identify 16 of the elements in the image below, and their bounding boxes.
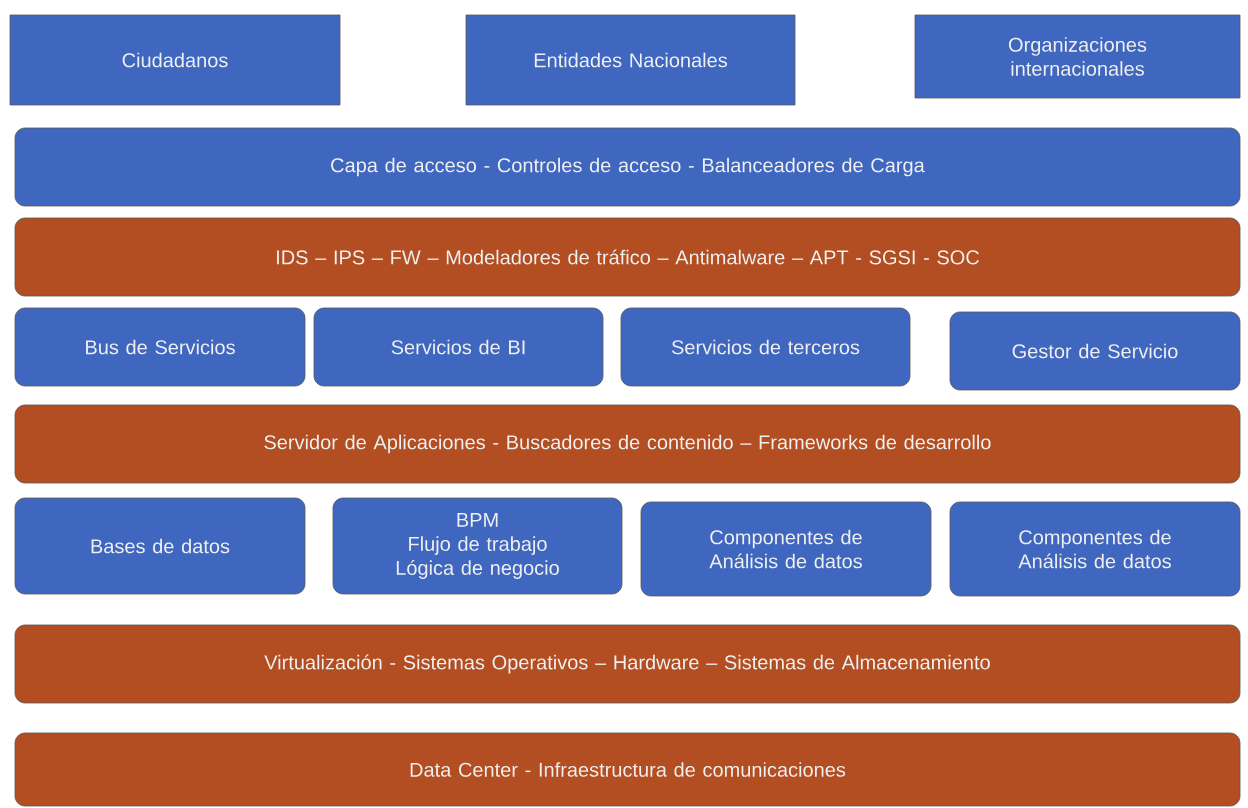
- layer-band: Servidor de Aplicaciones - Buscadores de contenido – Frameworks de desarrollo: [14, 404, 1241, 484]
- actor-box: Ciudadanos: [9, 14, 341, 106]
- component-box: Componentes de Análisis de datos: [949, 501, 1241, 597]
- layer-band: Virtualización - Sistemas Operativos – Hardware – Sistemas de Almacenamiento: [14, 624, 1241, 704]
- component-box: Servicios de terceros: [620, 307, 911, 387]
- component-box: Servicios de BI: [313, 307, 604, 387]
- layer-band: IDS – IPS – FW – Modeladores de tráfico – Antimalware – APT - SGSI - SOC: [14, 217, 1241, 297]
- actor-box: Organizaciones internacionales: [914, 14, 1241, 99]
- component-box: BPM Flujo de trabajo Lógica de negocio: [332, 497, 623, 595]
- layer-band: Capa de acceso - Controles de acceso - Balanceadores de Carga: [14, 127, 1241, 207]
- component-box: Bus de Servicios: [14, 307, 306, 387]
- component-box: Gestor de Servicio: [949, 311, 1241, 391]
- layer-band: Data Center - Infraestructura de comunicaciones: [14, 732, 1241, 807]
- component-box: Bases de datos: [14, 497, 306, 595]
- actor-box: Entidades Nacionales: [465, 14, 796, 106]
- component-box: Componentes de Análisis de datos: [640, 501, 932, 597]
